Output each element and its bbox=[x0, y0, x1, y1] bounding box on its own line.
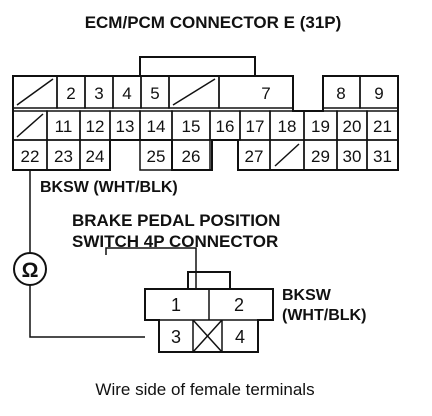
pin-number: 22 bbox=[21, 147, 40, 166]
pin-number: 29 bbox=[311, 147, 330, 166]
pin-cell: 4 bbox=[112, 75, 142, 109]
pin-cell: 27 bbox=[237, 139, 271, 171]
pin-cell: 13 bbox=[109, 110, 141, 141]
pin-cell bbox=[12, 75, 58, 109]
ecm-row-2: 11 12 13 14 15 16 17 18 19 20 21 bbox=[12, 110, 399, 141]
pin-cell: 8 bbox=[322, 75, 361, 109]
pin-cell: 30 bbox=[336, 139, 368, 171]
pin-cell: 22 bbox=[12, 139, 48, 171]
pin-cell: 23 bbox=[46, 139, 81, 171]
pin-cell: 29 bbox=[303, 139, 338, 171]
pin-number: 25 bbox=[147, 147, 166, 166]
ohm-icon: Ω bbox=[22, 259, 39, 282]
pin-cell: 3 bbox=[84, 75, 114, 109]
pin-cell: 14 bbox=[139, 110, 173, 141]
pin-number: 19 bbox=[311, 117, 330, 136]
unused-pin-slash bbox=[172, 78, 216, 106]
pin-cell bbox=[12, 110, 48, 141]
unused-cavity-cross bbox=[192, 319, 223, 353]
switch-pin-4: 4 bbox=[235, 327, 245, 347]
pin-cell: 26 bbox=[171, 139, 211, 171]
wire-meter-to-switch bbox=[29, 285, 145, 338]
pin-number: 23 bbox=[54, 147, 73, 166]
meter-circle bbox=[13, 252, 47, 286]
unused-pin-slash bbox=[16, 113, 44, 138]
pin-number: 9 bbox=[374, 84, 383, 103]
pin-cell: 16 bbox=[209, 110, 241, 141]
pin-number: 21 bbox=[373, 117, 392, 136]
pin-number: 8 bbox=[336, 84, 345, 103]
pin-number: 16 bbox=[216, 117, 235, 136]
pin-cell: 12 bbox=[79, 110, 111, 141]
unused-pin-slash bbox=[274, 143, 300, 167]
pin-cell: 25 bbox=[139, 139, 173, 171]
wire-switch-pin bbox=[105, 247, 197, 290]
switch-connector-latch bbox=[187, 271, 231, 290]
switch-pin-1: 1 bbox=[171, 295, 181, 315]
pin-number: 15 bbox=[182, 117, 201, 136]
pin-number: 12 bbox=[86, 117, 105, 136]
pin-number: 2 bbox=[66, 84, 75, 103]
pin-number: 3 bbox=[94, 84, 103, 103]
pin-cell: 21 bbox=[366, 110, 399, 141]
pin-cell: 9 bbox=[359, 75, 399, 109]
switch-wire-label-line1: BKSW bbox=[282, 287, 332, 304]
footer-caption: Wire side of female terminals bbox=[95, 380, 314, 399]
pin-number: 17 bbox=[246, 117, 265, 136]
pin-cell: 11 bbox=[46, 110, 81, 141]
pin-cell: 17 bbox=[239, 110, 271, 141]
switch-title-line2: SWITCH 4P CONNECTOR bbox=[72, 232, 278, 251]
ecm-wire-label: BKSW (WHT/BLK) bbox=[40, 179, 178, 196]
ecm-row-3: 22 23 24 25 26 27 29 30 31 bbox=[12, 139, 399, 171]
pin-cell: 5 bbox=[140, 75, 170, 109]
ecm-row-1: 2 3 4 5 7 8 9 bbox=[12, 75, 399, 109]
pin-cell: 24 bbox=[79, 139, 111, 171]
pin-cell: 15 bbox=[171, 110, 211, 141]
pin-number: 13 bbox=[116, 117, 135, 136]
pin-number: 24 bbox=[86, 147, 105, 166]
pin-cell bbox=[168, 75, 220, 109]
ohmmeter-symbol: Ω bbox=[13, 252, 47, 286]
pin-number: 30 bbox=[343, 147, 362, 166]
pin-number: 31 bbox=[373, 147, 392, 166]
pin-number: 20 bbox=[343, 117, 362, 136]
pin-number: 18 bbox=[278, 117, 297, 136]
pin-number: 5 bbox=[150, 84, 159, 103]
unused-pin-slash bbox=[16, 78, 54, 106]
pin-cell: 31 bbox=[366, 139, 399, 171]
pin-number: 11 bbox=[55, 117, 73, 136]
pin-cell: 18 bbox=[269, 110, 305, 141]
pin-number: 27 bbox=[245, 147, 264, 166]
pin-number: 14 bbox=[147, 117, 166, 136]
pin-cell: 7 bbox=[218, 75, 294, 109]
switch-connector-body bbox=[144, 288, 274, 353]
switch-pin-2: 2 bbox=[234, 295, 244, 315]
switch-connector bbox=[144, 271, 274, 353]
pin-cell bbox=[269, 139, 305, 171]
pin-cell: 19 bbox=[303, 110, 338, 141]
ecm-connector-latch bbox=[139, 56, 256, 76]
pin-number: 4 bbox=[122, 84, 131, 103]
diagram-title: ECM/PCM CONNECTOR E (31P) bbox=[85, 13, 342, 32]
switch-pin-3: 3 bbox=[171, 327, 181, 347]
pin-cell: 20 bbox=[336, 110, 368, 141]
pin-number: 26 bbox=[182, 147, 201, 166]
switch-title-line1: BRAKE PEDAL POSITION bbox=[72, 211, 280, 230]
pin-cell: 2 bbox=[56, 75, 86, 109]
switch-wire-label-line2: (WHT/BLK) bbox=[282, 307, 366, 324]
pin-number: 7 bbox=[261, 84, 270, 103]
